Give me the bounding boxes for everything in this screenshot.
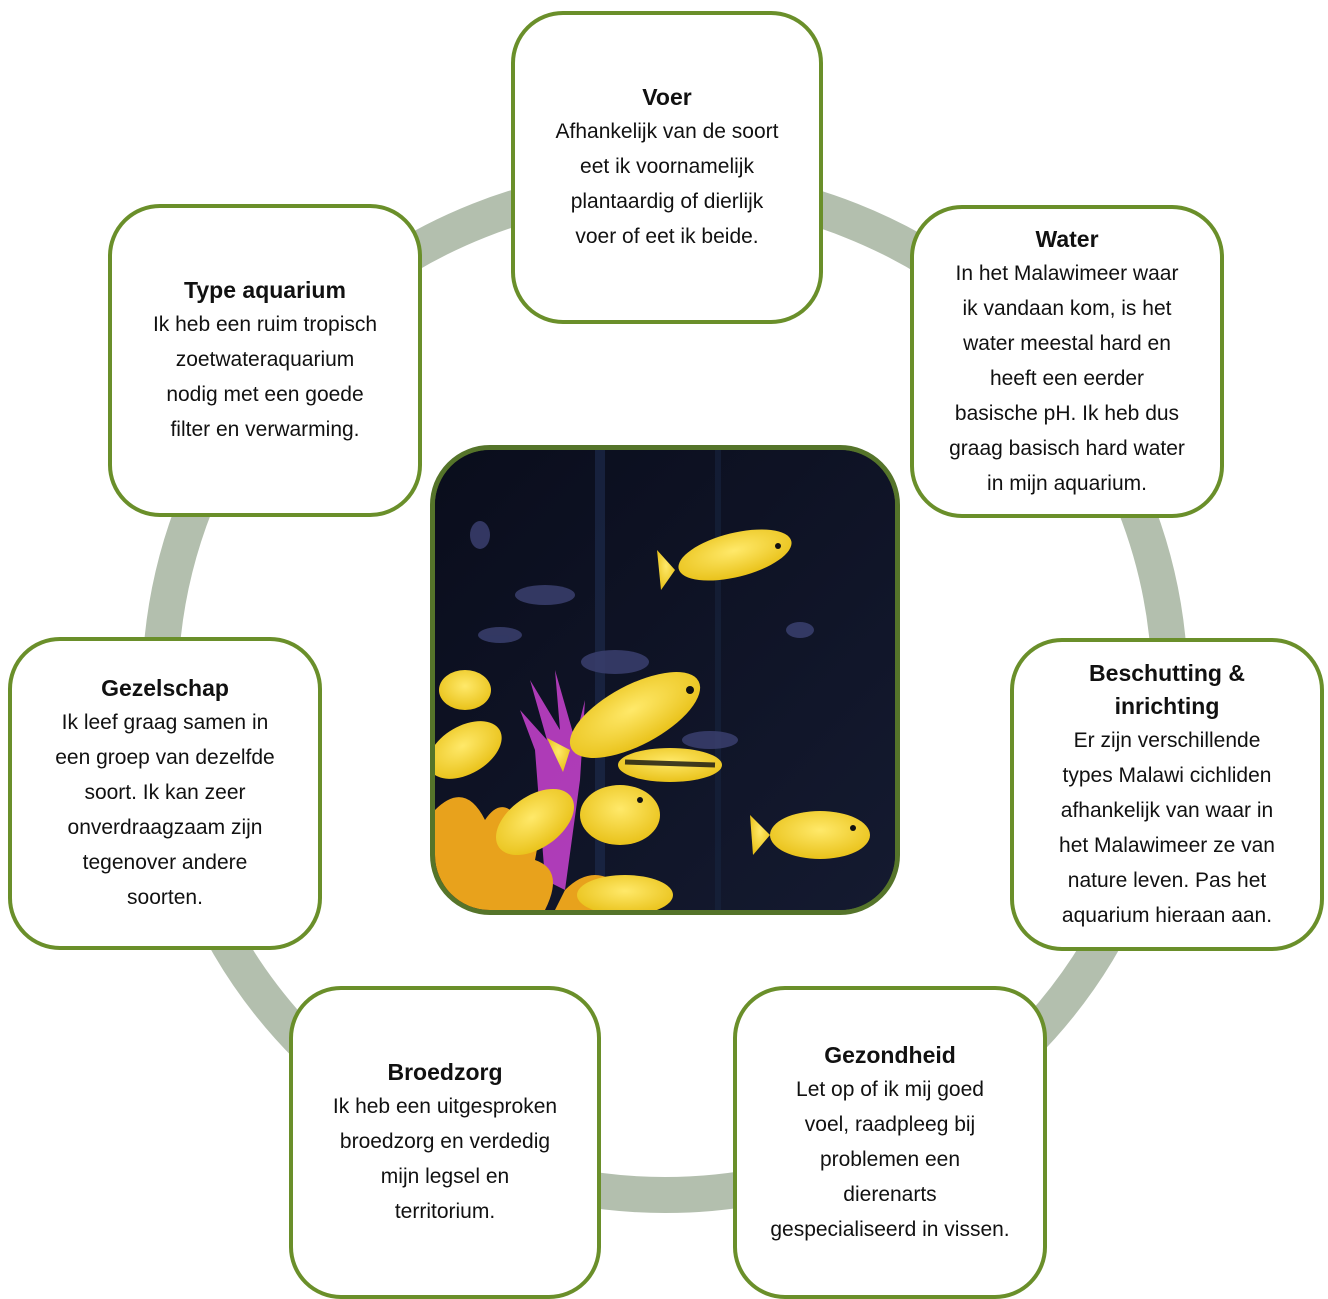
card-type-aquarium-body: Ik heb een ruim tropisch zoetwateraquari… (152, 313, 378, 441)
card-gezondheid-title: Gezondheid (824, 1041, 956, 1068)
card-broedzorg-body: Ik heb een uitgesproken broedzorg en ver… (332, 1095, 558, 1223)
card-beschutting-body: Er zijn verschillende types Malawi cichl… (1059, 728, 1275, 927)
card-gezelschap-title: Gezelschap (101, 675, 229, 701)
card-voer: Voer Afhankelijk van de soort eet ik voo… (511, 11, 823, 324)
card-voer-title: Voer (642, 84, 692, 110)
card-water-body: In het Malawimeer waar ik vandaan kom, i… (949, 261, 1185, 495)
card-broedzorg-title: Broedzorg (387, 1059, 503, 1085)
card-water: Water In het Malawimeer waar ik vandaan … (910, 205, 1224, 518)
card-broedzorg: Broedzorg Ik heb een uitgesproken broedz… (289, 986, 601, 1299)
card-type-aquarium: Type aquarium Ik heb een ruim tropisch z… (108, 204, 422, 517)
fish-photo (430, 445, 900, 915)
card-gezelschap-body: Ik leef graag samen in een groep van dez… (55, 711, 275, 909)
card-water-title: Water (1035, 225, 1099, 252)
card-beschutting: Beschutting & inrichting Er zijn verschi… (1010, 638, 1324, 951)
card-gezondheid: Gezondheid Let op of ik mij goed voel, r… (733, 986, 1047, 1299)
card-beschutting-title: Beschutting & inrichting (1089, 659, 1245, 719)
card-type-aquarium-title: Type aquarium (184, 277, 346, 303)
card-gezelschap: Gezelschap Ik leef graag samen in een gr… (8, 637, 322, 950)
card-gezondheid-body: Let op of ik mij goed voel, raadpleeg bi… (770, 1077, 1010, 1241)
card-voer-body: Afhankelijk van de soort eet ik voorname… (555, 120, 779, 248)
